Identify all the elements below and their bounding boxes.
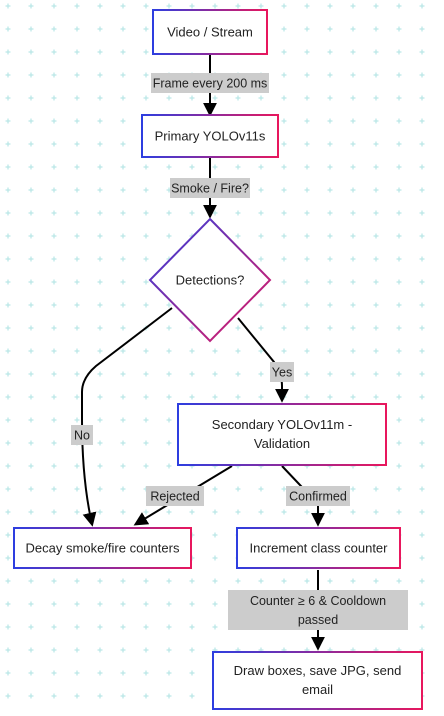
node-primary-yolo: Primary YOLOv11s <box>141 114 279 158</box>
edge-label-frame: Frame every 200 ms <box>151 73 269 93</box>
node-secondary-line2: Validation <box>254 436 310 451</box>
edge-label-no-text: No <box>74 429 90 443</box>
edge-label-rejected: Rejected <box>146 486 204 506</box>
edge-detections-to-secondary <box>237 317 289 403</box>
node-increment-counter: Increment class counter <box>236 527 401 569</box>
edge-label-smoke-fire-text: Smoke / Fire? <box>171 182 249 196</box>
node-primary-yolo-label: Primary YOLOv11s <box>155 129 266 144</box>
edge-label-no: No <box>71 425 93 445</box>
node-increment-label: Increment class counter <box>249 541 388 556</box>
edge-label-counter: Counter ≥ 6 & Cooldown passed <box>228 590 408 630</box>
node-video-stream-label: Video / Stream <box>167 25 253 40</box>
node-detections-label: Detections? <box>176 273 245 288</box>
edge-label-yes: Yes <box>270 362 294 382</box>
edge-detections-to-decay <box>81 307 173 527</box>
node-draw-line1: Draw boxes, save JPG, send <box>234 663 402 678</box>
edge-label-yes-text: Yes <box>272 366 292 380</box>
node-draw-line2: email <box>302 682 333 697</box>
edge-label-frame-text: Frame every 200 ms <box>153 77 268 91</box>
node-secondary-line1: Secondary YOLOv11m - <box>212 417 352 432</box>
node-decay-label: Decay smoke/fire counters <box>26 541 180 556</box>
node-video-stream: Video / Stream <box>152 9 268 55</box>
edge-label-smoke-fire: Smoke / Fire? <box>170 178 250 198</box>
node-draw-save-send: Draw boxes, save JPG, send email <box>212 651 423 710</box>
edge-label-counter-line1: Counter ≥ 6 & Cooldown <box>250 594 386 608</box>
edge-label-confirmed: Confirmed <box>286 486 350 506</box>
edge-label-rejected-text: Rejected <box>150 490 199 504</box>
edge-label-confirmed-text: Confirmed <box>289 490 347 504</box>
node-secondary-yolo: Secondary YOLOv11m - Validation <box>177 403 387 466</box>
edge-label-counter-line2: passed <box>298 613 338 627</box>
node-decay-counters: Decay smoke/fire counters <box>13 527 192 569</box>
node-detections-decision: Detections? <box>148 217 272 343</box>
